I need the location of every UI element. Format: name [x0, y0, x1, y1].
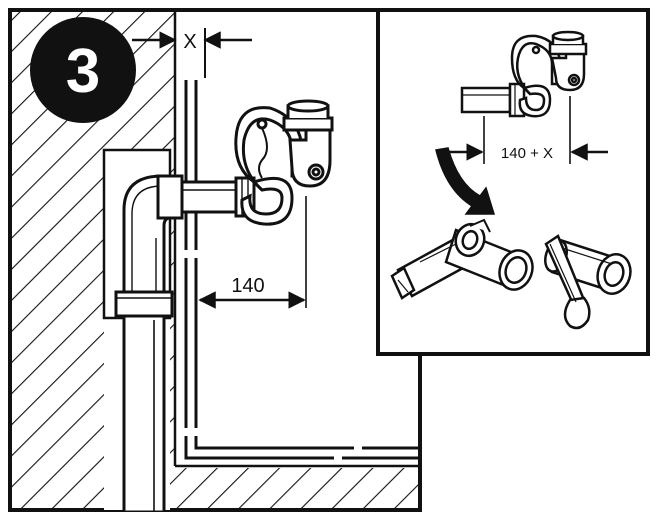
floor-hatch	[175, 468, 420, 510]
step-badge-icon: 3	[30, 17, 136, 123]
wall-distance-label: 140	[231, 275, 264, 297]
step-number: 3	[66, 37, 100, 106]
inset-panel: 140 + X	[376, 8, 650, 356]
sum-label: 140 + X	[501, 145, 553, 162]
offset-dimension: X	[132, 31, 252, 53]
offset-label: X	[183, 31, 196, 53]
wall-distance-dimension: 140	[198, 196, 307, 309]
saw-icon	[544, 234, 591, 330]
main-panel: X 140 3	[8, 8, 422, 512]
cut-pipe-piece	[390, 218, 534, 300]
curved-arrow-icon	[435, 147, 496, 215]
inset-trap	[460, 30, 588, 118]
trap-assembly	[156, 99, 334, 226]
sum-dimension: 140 + X	[448, 96, 608, 164]
